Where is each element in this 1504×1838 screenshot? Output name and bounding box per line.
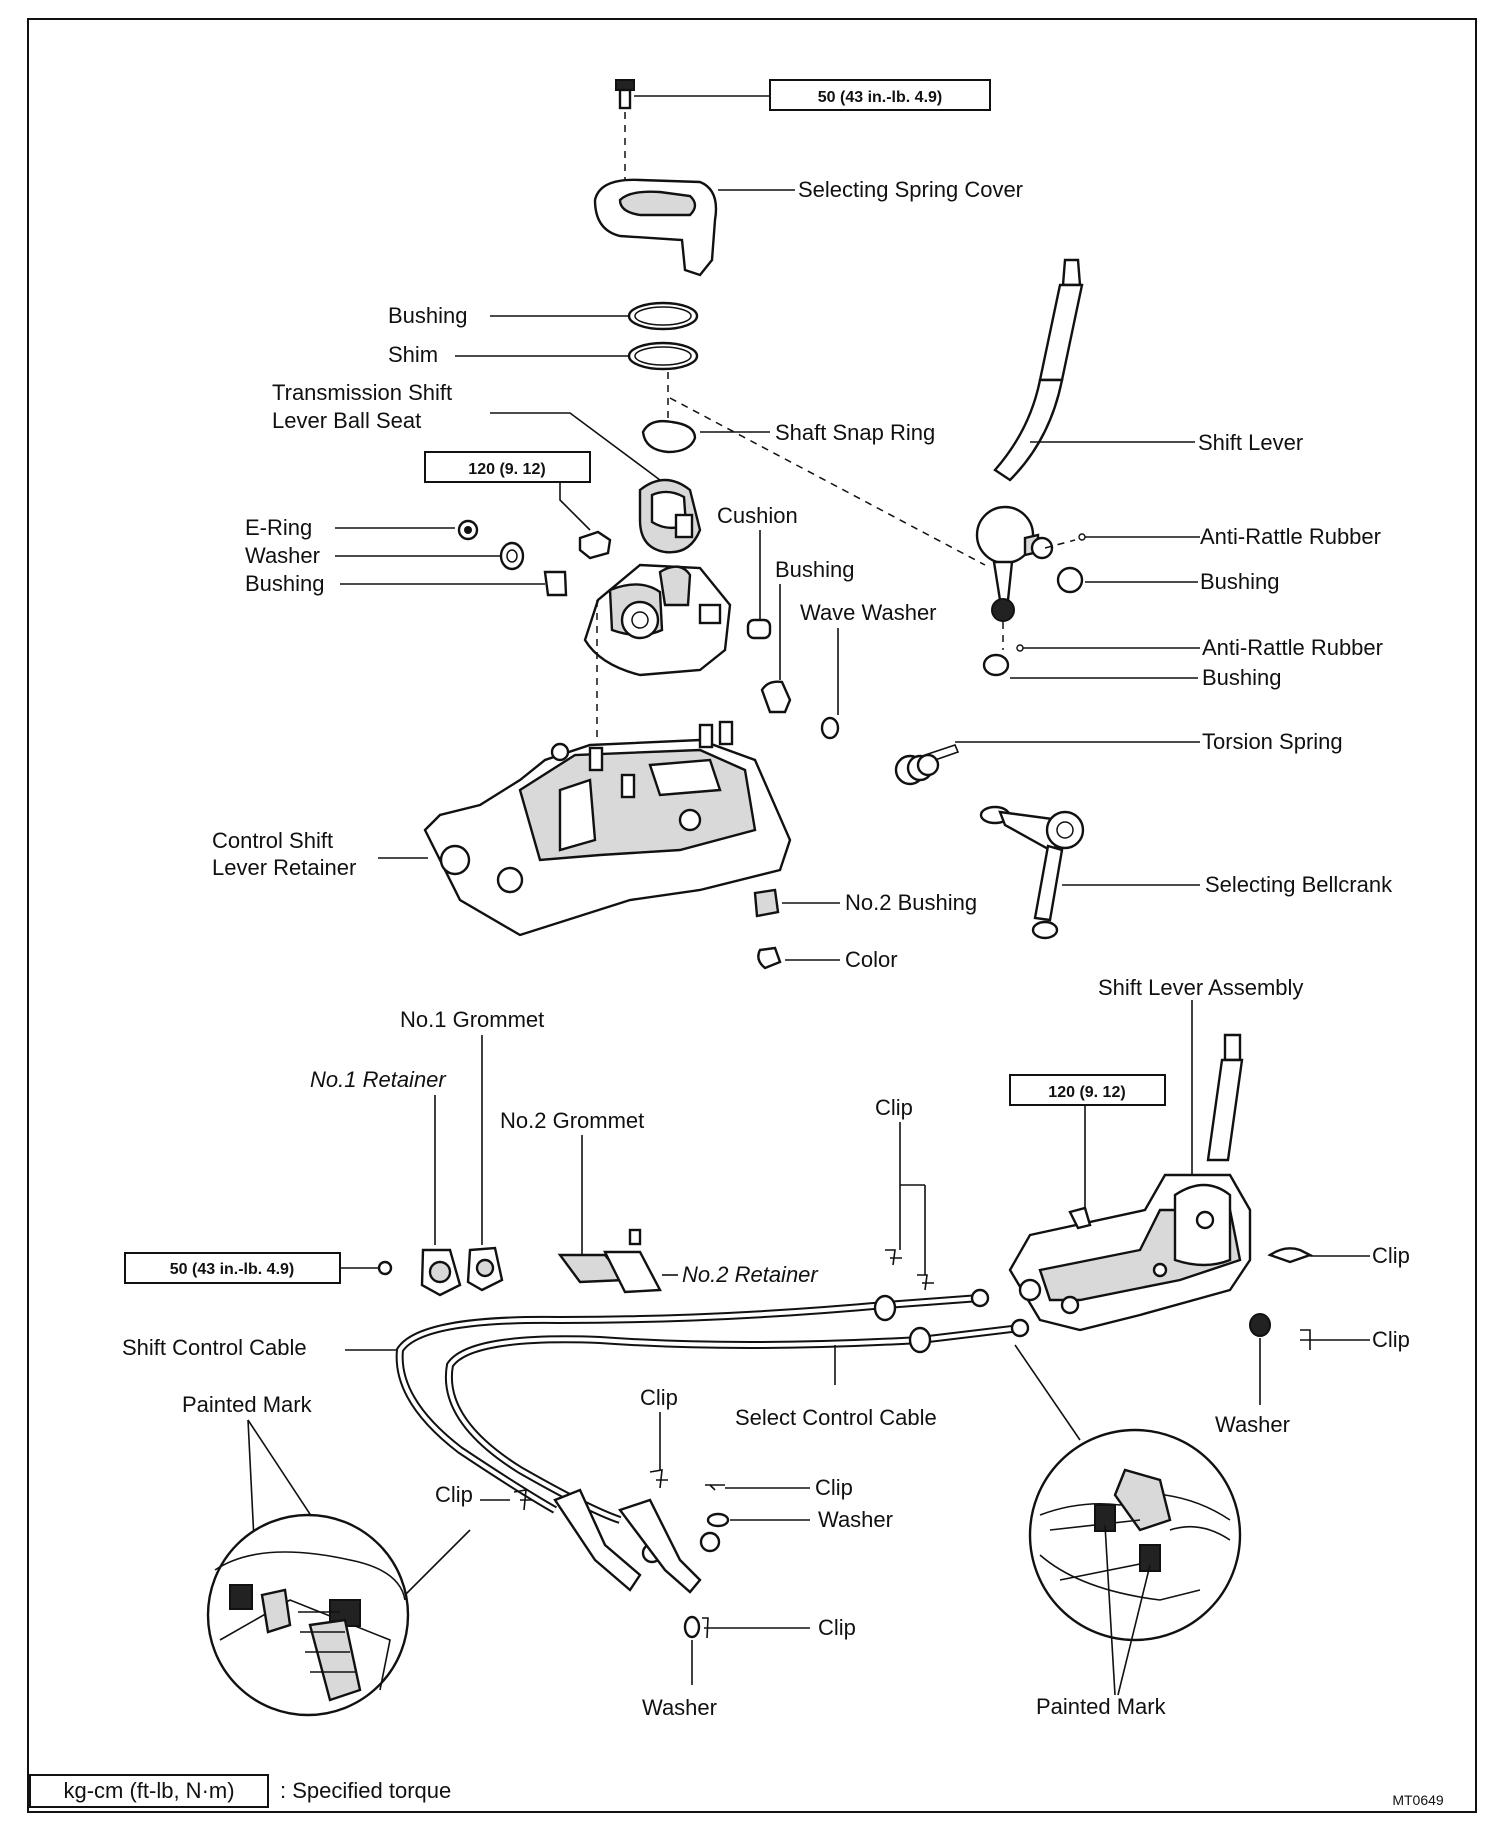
clip-top-part-2 xyxy=(917,1274,934,1291)
control-shift-lever-retainer xyxy=(423,720,792,937)
label-clip-bottom: Clip xyxy=(818,1615,856,1640)
label-e-ring: E-Ring xyxy=(245,515,312,540)
figure-code: MT0649 xyxy=(1392,1792,1444,1808)
grommet-bolt xyxy=(377,1260,393,1276)
label-shim: Shim xyxy=(388,342,438,367)
bushing-right-2-part xyxy=(982,653,1010,677)
color-part xyxy=(757,946,782,970)
label-anti-rattle-1: Anti-Rattle Rubber xyxy=(1200,524,1381,549)
label-no2-retainer: No.2 Retainer xyxy=(682,1262,819,1287)
label-ball-seat-2: Lever Ball Seat xyxy=(272,408,421,433)
label-no1-retainer: No.1 Retainer xyxy=(310,1067,447,1092)
label-bushing-mid: Bushing xyxy=(775,557,855,582)
label-wave-washer: Wave Washer xyxy=(800,600,937,625)
label-torsion-spring: Torsion Spring xyxy=(1202,729,1343,754)
label-clip-mid: Clip xyxy=(640,1385,678,1410)
washer-center-part xyxy=(706,1512,730,1528)
label-bushing-right-1: Bushing xyxy=(1200,569,1280,594)
label-painted-mark-left: Painted Mark xyxy=(182,1392,313,1417)
label-no2-grommet: No.2 Grommet xyxy=(500,1108,644,1133)
clip-center-part xyxy=(705,1484,725,1491)
no1-retainer-part xyxy=(420,1248,462,1297)
wave-washer-part xyxy=(820,716,840,740)
label-clip-right-2: Clip xyxy=(1372,1327,1410,1352)
label-retainer-1: Control Shift xyxy=(212,828,333,853)
retainer-nut xyxy=(578,530,612,560)
label-bushing-left: Bushing xyxy=(245,571,325,596)
label-washer-bottom: Washer xyxy=(642,1695,717,1720)
shift-lever xyxy=(975,258,1084,622)
label-selecting-bellcrank: Selecting Bellcrank xyxy=(1205,872,1393,897)
detail-right xyxy=(1028,1428,1242,1642)
bushing-mid-part xyxy=(760,680,792,714)
label-shift-control-cable: Shift Control Cable xyxy=(122,1335,307,1360)
clip-mid-part xyxy=(649,1469,668,1489)
clip-left-part xyxy=(513,1489,532,1511)
torque-assembly-bolt: 120 (9. 12) xyxy=(1048,1084,1125,1101)
diagram-frame xyxy=(27,18,1477,1813)
label-anti-rattle-2: Anti-Rattle Rubber xyxy=(1202,635,1383,660)
label-retainer-2: Lever Retainer xyxy=(212,855,356,880)
label-color: Color xyxy=(845,947,898,972)
selecting-bellcrank xyxy=(979,805,1085,940)
legend-unit-box: kg-cm (ft-lb, N·m) xyxy=(63,1778,234,1803)
cushion-part xyxy=(746,618,772,640)
detail-left xyxy=(206,1513,410,1717)
shift-lever-assembly xyxy=(1008,1033,1252,1332)
label-no1-grommet: No.1 Grommet xyxy=(400,1007,544,1032)
torque-grommet: 50 (43 in.-lb. 4.9) xyxy=(170,1261,294,1278)
clip-right-1-part xyxy=(1267,1247,1314,1264)
ball-seat xyxy=(638,478,702,554)
label-bushing-right-2: Bushing xyxy=(1202,665,1282,690)
label-washer-center: Washer xyxy=(818,1507,893,1532)
label-clip-right-1: Clip xyxy=(1372,1243,1410,1268)
top-bolt xyxy=(615,79,635,110)
label-clip-center: Clip xyxy=(815,1475,853,1500)
label-shaft-snap-ring: Shaft Snap Ring xyxy=(775,420,935,445)
label-no2-bushing: No.2 Bushing xyxy=(845,890,977,915)
label-selecting-spring-cover: Selecting Spring Cover xyxy=(798,177,1023,202)
label-cushion: Cushion xyxy=(717,503,798,528)
torsion-spring xyxy=(894,744,960,786)
clip-right-2-part xyxy=(1300,1329,1318,1350)
selecting-spring-cover xyxy=(593,178,718,277)
label-shift-lever-assembly: Shift Lever Assembly xyxy=(1098,975,1303,1000)
clip-bottom-part xyxy=(702,1617,712,1639)
label-ball-seat-1: Transmission Shift xyxy=(272,380,452,405)
label-washer-left: Washer xyxy=(245,543,320,568)
label-washer-right: Washer xyxy=(1215,1412,1290,1437)
label-bushing-top: Bushing xyxy=(388,303,468,328)
bushing-left-part xyxy=(543,570,568,597)
no2-retainer-part xyxy=(603,1228,662,1294)
torque-top: 50 (43 in.-lb. 4.9) xyxy=(818,89,942,106)
label-select-control-cable: Select Control Cable xyxy=(735,1405,937,1430)
legend-text: : Specified torque xyxy=(280,1778,451,1803)
label-clip-left: Clip xyxy=(435,1482,473,1507)
clip-top-part-1 xyxy=(885,1249,902,1266)
shaft-snap-ring xyxy=(641,419,697,454)
bushing-right-1-part xyxy=(1056,566,1084,594)
shift-lever-housing xyxy=(583,563,732,677)
washer-bottom-part xyxy=(683,1615,701,1639)
label-painted-mark-right: Painted Mark xyxy=(1036,1694,1167,1719)
no1-grommet-part xyxy=(466,1246,504,1292)
no2-bushing-part xyxy=(753,888,780,918)
washer-right-part xyxy=(1249,1313,1271,1337)
shift-control-cable xyxy=(395,1288,1030,1594)
label-clip-top: Clip xyxy=(875,1095,913,1120)
torque-retainer-bolt: 120 (9. 12) xyxy=(468,461,545,478)
label-shift-lever: Shift Lever xyxy=(1198,430,1303,455)
assembly-bolt xyxy=(1068,1206,1092,1230)
